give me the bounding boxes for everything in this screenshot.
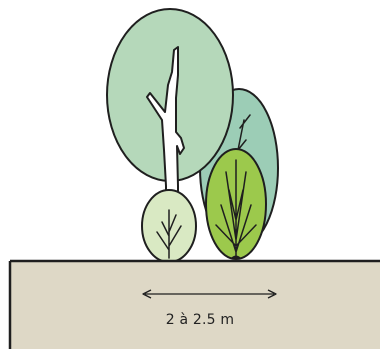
ground-panel xyxy=(10,261,380,349)
spacing-label-row: 2 à 2.5 m xyxy=(0,312,380,328)
bright-shrub-icon xyxy=(206,149,266,259)
small-shrub-icon xyxy=(142,190,196,262)
spacing-label: 2 à 2.5 m xyxy=(166,312,235,328)
